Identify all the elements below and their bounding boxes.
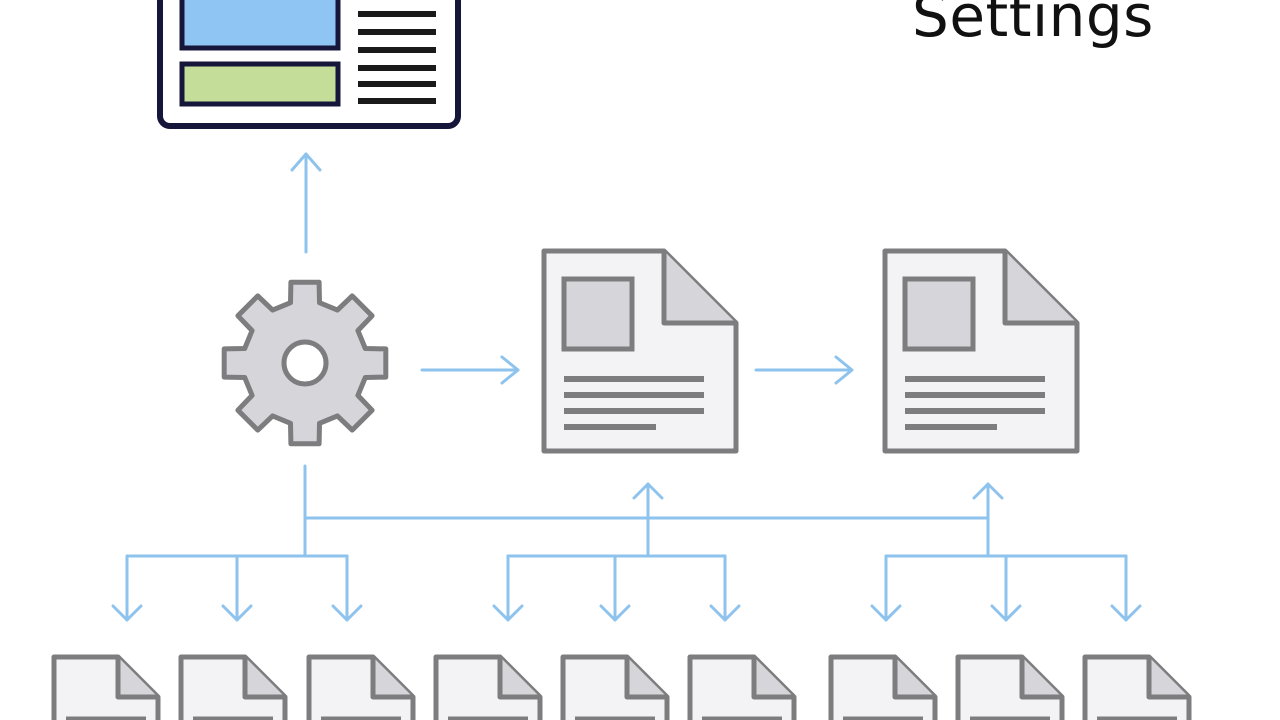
document-icon-2 — [885, 251, 1077, 451]
arrow-gear-to-document-1 — [420, 355, 520, 385]
leaf-document-icon — [1085, 657, 1189, 720]
leaf-document-icon — [54, 657, 158, 720]
leaf-document-icon — [958, 657, 1062, 720]
diagram-title: Settings — [912, 0, 1154, 50]
leaf-document-icon — [309, 657, 413, 720]
leaf-documents — [54, 657, 1189, 720]
leaf-document-icon — [563, 657, 667, 720]
connector-tree — [111, 464, 1142, 622]
leaf-document-icon — [436, 657, 540, 720]
document-icon-1 — [544, 251, 736, 451]
leaf-document-icon — [181, 657, 285, 720]
leaf-document-icon — [690, 657, 794, 720]
gear-icon — [221, 279, 389, 447]
arrow-gear-to-panel — [290, 152, 322, 254]
leaf-document-icon — [831, 657, 935, 720]
settings-panel-icon — [157, 0, 461, 129]
arrow-document-1-to-document-2 — [754, 355, 854, 385]
